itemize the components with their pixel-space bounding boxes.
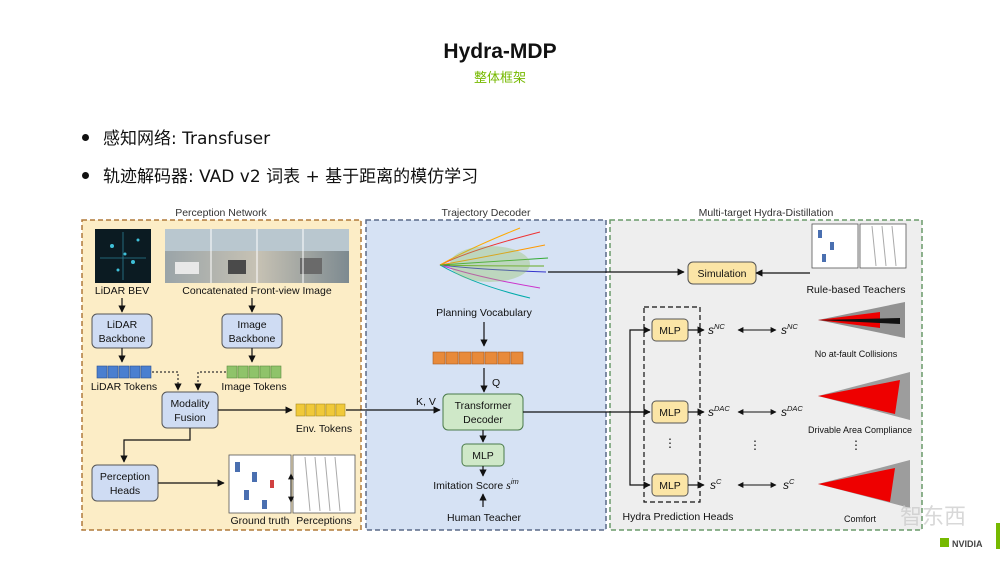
section-title-decoder: Trajectory Decoder	[442, 207, 531, 219]
lidar-bev-label: LiDAR BEV	[95, 285, 149, 297]
lidar-backbone-label: LiDAR	[107, 319, 138, 331]
drivable-label: Drivable Area Compliance	[808, 425, 912, 435]
transformer-decoder-label: Transformer	[455, 400, 512, 412]
ground-truth-label: Ground truth	[231, 515, 290, 527]
perceptions-label: Perceptions	[296, 515, 351, 527]
bullet-dot-icon	[82, 171, 89, 179]
transformer-decoder-label: Decoder	[463, 414, 503, 426]
env-tokens-label: Env. Tokens	[296, 423, 352, 435]
modality-fusion-label: Fusion	[174, 412, 206, 424]
nvidia-logo-text: NVIDIA	[952, 539, 983, 549]
no-fault-label: No at-fault Collisions	[815, 349, 898, 359]
head-mlp-nc-label: MLP	[659, 325, 681, 337]
planning-vocabulary-label: Planning Vocabulary	[436, 307, 532, 319]
nvidia-logo: NVIDIA	[940, 538, 983, 549]
score-c-pred: sC	[710, 477, 722, 492]
lidar-backbone-label: Backbone	[99, 333, 146, 345]
decoder-mlp-label: MLP	[472, 450, 494, 462]
perception-heads-label: Perception	[100, 471, 150, 483]
rule-teacher-image-2	[859, 223, 907, 269]
score-nc-target: sNC	[781, 322, 798, 337]
lidar-tokens-label: LiDAR Tokens	[91, 381, 157, 393]
query-tokens	[432, 351, 524, 365]
imitation-score-label: Imitation Score sim	[433, 477, 519, 492]
head-mlp-c-label: MLP	[659, 480, 681, 492]
score-dac-pred: sDAC	[708, 404, 730, 419]
lidar-bev-image	[95, 229, 151, 283]
comfort-label: Comfort	[844, 514, 877, 524]
slide-title: Hydra-MDP	[443, 40, 557, 63]
bullet-text: 轨迹解码器: VAD v2 词表 + 基于距离的模仿学习	[103, 167, 479, 187]
nvidia-accent-bar	[996, 523, 1000, 549]
rule-teachers-label: Rule-based Teachers	[806, 284, 905, 296]
score-ellipsis: ⋮	[749, 438, 761, 452]
head-mlp-dac-label: MLP	[659, 407, 681, 419]
slide-subtitle: 整体框架	[473, 71, 526, 86]
score-c-target: sC	[783, 477, 795, 492]
section-title-perception: Perception Network	[175, 207, 267, 219]
teacher-ellipsis: ⋮	[850, 438, 862, 452]
prediction-heads-label: Hydra Prediction Heads	[623, 511, 734, 523]
prediction-heads-group	[643, 306, 701, 503]
lidar-tokens	[96, 365, 152, 379]
perceptions-image	[292, 454, 356, 514]
image-backbone-label: Image	[237, 319, 266, 331]
head-ellipsis: ⋮	[664, 436, 676, 450]
image-tokens	[226, 365, 282, 379]
env-tokens	[295, 403, 346, 417]
comfort-trajectory-fan	[818, 460, 910, 508]
rule-teacher-image-1	[811, 223, 859, 269]
q-label: Q	[492, 377, 500, 389]
bullet-text: 感知网络: Transfuser	[103, 129, 271, 149]
dac-trajectory-fan	[818, 372, 910, 420]
nc-trajectory-fan	[818, 302, 905, 338]
image-tokens-label: Image Tokens	[221, 381, 286, 393]
image-backbone-label: Backbone	[229, 333, 276, 345]
front-view-image	[165, 229, 349, 283]
bullet-item-perception: 感知网络: Transfuser	[82, 124, 270, 149]
front-view-label: Concatenated Front-view Image	[182, 285, 332, 297]
simulation-label: Simulation	[697, 268, 746, 280]
human-teacher-label: Human Teacher	[447, 512, 521, 524]
perception-heads-label: Heads	[110, 485, 140, 497]
score-nc-pred: sNC	[708, 322, 725, 337]
bullet-item-decoder: 轨迹解码器: VAD v2 词表 + 基于距离的模仿学习	[82, 162, 478, 187]
kv-label: K, V	[416, 396, 436, 408]
modality-fusion-label: Modality	[170, 398, 210, 410]
ground-truth-image	[228, 454, 292, 514]
watermark-logo: 智东西	[900, 504, 966, 529]
score-dac-target: sDAC	[781, 404, 803, 419]
planning-vocabulary-image	[439, 227, 549, 299]
bullet-dot-icon	[82, 133, 89, 141]
section-title-distill: Multi-target Hydra-Distillation	[699, 207, 834, 219]
